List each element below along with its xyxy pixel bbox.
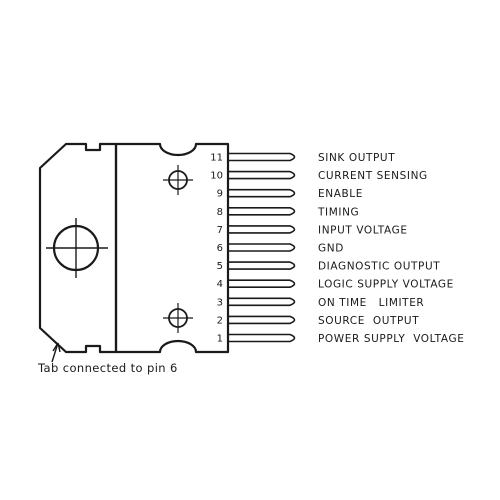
- pin-lead: [228, 261, 296, 270]
- pin-label: POWER SUPPLY VOLTAGE: [318, 333, 464, 345]
- pin-number: 10: [210, 171, 223, 182]
- tab-caption: Tab connected to pin 6: [38, 361, 178, 375]
- pin-lead: [228, 170, 296, 180]
- body-upper-hole-icon: [163, 165, 193, 195]
- package-body-outline: [114, 142, 230, 354]
- pin-4: 4 LOGIC SUPPLY VOLTAGE: [217, 279, 454, 291]
- pin-number: 11: [210, 153, 223, 164]
- body-lower-hole-icon: [163, 303, 193, 333]
- pin-lead: [228, 243, 296, 252]
- pin-label: GND: [318, 243, 344, 255]
- pin-label: SOURCE OUTPUT: [318, 315, 419, 327]
- pin-3: 3 ON TIME LIMITER: [217, 297, 424, 309]
- pin-lead: [228, 188, 296, 198]
- pin-number: 2: [217, 315, 223, 326]
- pin-8: 8 TIMING: [217, 206, 359, 218]
- pin-number: 9: [217, 189, 223, 200]
- pin-lead: [228, 333, 296, 343]
- pin-lead: [228, 297, 296, 307]
- pin-number: 4: [217, 279, 223, 290]
- pin-label: SINK OUTPUT: [318, 152, 395, 164]
- pin-number: 3: [217, 297, 223, 308]
- pin-11: 11 SINK OUTPUT: [210, 152, 395, 164]
- pin-2: 2 SOURCE OUTPUT: [217, 315, 419, 327]
- caption-leader-arrow: [51, 342, 61, 363]
- pin-label: ENABLE: [318, 188, 363, 200]
- pin-number: 7: [217, 225, 223, 236]
- pin-lead: [228, 152, 296, 162]
- pin-6: 6 GND: [217, 243, 344, 255]
- pin-lead: [228, 207, 296, 216]
- tab-mounting-hole-icon: [46, 218, 108, 278]
- pin-number: 6: [217, 243, 223, 254]
- pin-label: DIAGNOSTIC OUTPUT: [318, 261, 440, 273]
- pin-number: 5: [217, 261, 223, 272]
- pin-label: CURRENT SENSING: [318, 170, 428, 182]
- pin-label: LOGIC SUPPLY VOLTAGE: [318, 279, 454, 291]
- pin-lead: [228, 279, 296, 288]
- pin-1: 1 POWER SUPPLY VOLTAGE: [217, 333, 464, 345]
- pin-7: 7 INPUT VOLTAGE: [217, 224, 408, 236]
- pin-lead: [228, 315, 296, 325]
- pin-10: 10 CURRENT SENSING: [210, 170, 428, 182]
- heatsink-tab-outline: [38, 142, 118, 354]
- pin-number: 1: [217, 334, 223, 345]
- pin-9: 9 ENABLE: [217, 188, 363, 200]
- pin-label: TIMING: [317, 206, 359, 218]
- pin-label: ON TIME LIMITER: [318, 297, 424, 309]
- pin-5: 5 DIAGNOSTIC OUTPUT: [217, 261, 440, 273]
- pin-number: 8: [217, 207, 223, 218]
- pin-label: INPUT VOLTAGE: [318, 224, 408, 236]
- pin-lead: [228, 225, 296, 234]
- pin-list: 11 SINK OUTPUT 10 CURRENT SENSING 9 ENABLE 8 TI…: [210, 152, 464, 345]
